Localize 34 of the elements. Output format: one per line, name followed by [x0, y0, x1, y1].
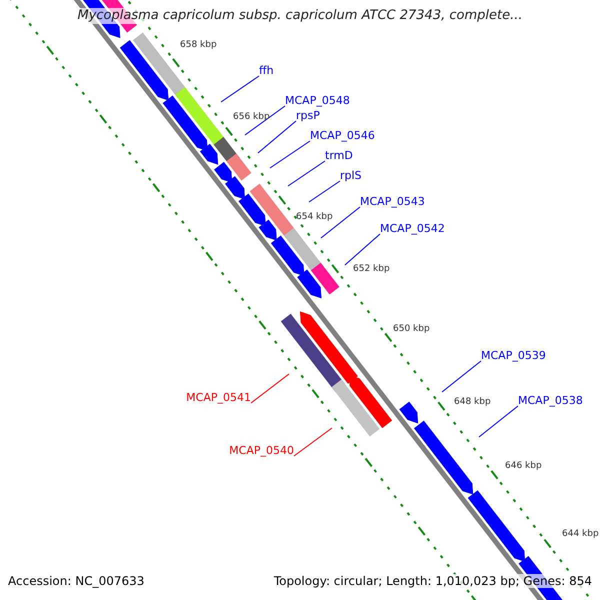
- gene-label: rpsP: [296, 109, 320, 122]
- leader-line: [244, 106, 286, 136]
- scale-label: 652 kbp: [353, 264, 390, 275]
- scale-label: 644 kbp: [562, 529, 599, 540]
- leader-line: [258, 120, 296, 154]
- genome-summary: Topology: circular; Length: 1,010,023 bp; Genes: 854: [274, 574, 592, 588]
- leader-line: [220, 76, 260, 102]
- gene-label: MCAP_0539: [481, 349, 546, 362]
- gene-label: trmD: [325, 149, 353, 162]
- leader-line: [320, 206, 360, 238]
- leader-line: [478, 406, 518, 438]
- gene-label: ffh: [259, 64, 274, 77]
- gene-label: MCAP_0540: [94, 444, 294, 457]
- gene-label: rplS: [340, 169, 362, 182]
- gene-label: MCAP_0548: [285, 94, 350, 107]
- accession-text: Accession: NC_007633: [8, 574, 144, 588]
- scale-label: 646 kbp: [505, 461, 542, 472]
- leader-line: [308, 180, 340, 202]
- leader-line: [250, 374, 290, 404]
- scale-label: 648 kbp: [454, 397, 491, 408]
- leader-line: [294, 428, 332, 456]
- gene-label: MCAP_0538: [518, 394, 583, 407]
- gene-label: MCAP_0542: [380, 222, 445, 235]
- leader-line: [442, 360, 482, 392]
- gene-label: MCAP_0546: [310, 129, 375, 142]
- scale-label: 654 kbp: [296, 212, 333, 223]
- scale-label: 650 kbp: [393, 324, 430, 335]
- gene-label: MCAP_0543: [360, 195, 425, 208]
- leader-line: [288, 160, 326, 186]
- leader-line: [270, 140, 310, 168]
- scale-label: 656 kbp: [233, 112, 270, 123]
- leader-line: [344, 234, 380, 266]
- scale-label: 658 kbp: [180, 40, 217, 51]
- gene-label: MCAP_0541: [51, 391, 251, 404]
